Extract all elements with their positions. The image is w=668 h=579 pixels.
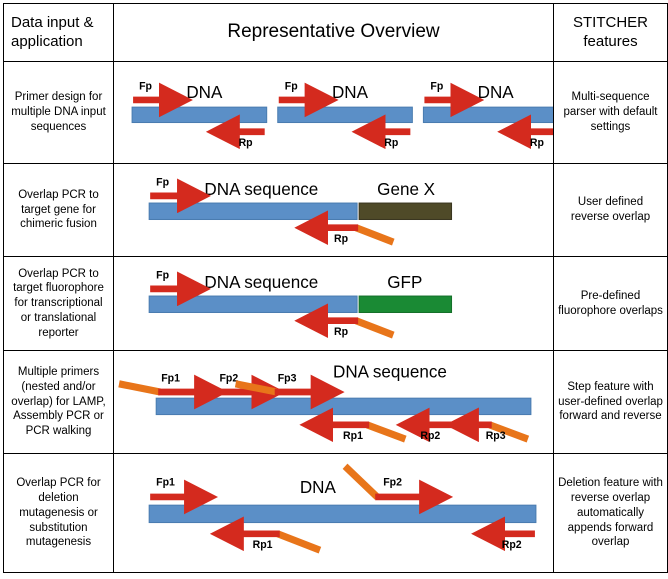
diagram-canvas: DNA sequence Gene X Fp Rp [148, 176, 453, 246]
dna-sequence-bar [148, 202, 358, 220]
forward-primer-label: Fp2 [219, 372, 238, 384]
reverse-primer-label: Rp [334, 326, 349, 338]
target-gene-bar [358, 202, 453, 220]
forward-primer-label: Fp1 [161, 372, 180, 384]
reverse-primer-label: Rp [239, 137, 254, 149]
forward-primer-label: Fp2 [383, 477, 402, 489]
diagram-cell-multiple-primers: DNA sequence Fp1 Fp2 Fp3 [113, 349, 554, 455]
dna-bar [277, 106, 413, 124]
features-cell-multi-sequence: Multi-sequence parser with default setti… [553, 61, 668, 164]
features-cell-multiple-primers: Step feature with user-defined overlap f… [553, 349, 668, 455]
features-cell-deletion-mutagenesis: Deletion feature with reverse overlap au… [553, 453, 668, 573]
forward-overlap-tail [118, 380, 161, 396]
forward-primer-label: Fp [139, 81, 152, 93]
diagram-cell-chimeric-fusion: DNA sequence Gene X Fp Rp [113, 162, 554, 258]
header-cell-application: Data input & application [3, 2, 114, 63]
forward-primer-label: Fp3 [278, 372, 297, 384]
reverse-primer-label: Rp [384, 137, 399, 149]
diagram-cell-multi-sequence: DNA Fp Rp DNA Fp Rp DN [113, 61, 554, 164]
diagram-multiple-primers: DNA sequence Fp1 Fp2 Fp3 [114, 351, 553, 454]
reverse-primer-label: Rp2 [420, 430, 440, 442]
dna-segment-label: DNA [332, 82, 369, 102]
dna-bar [131, 106, 268, 124]
diagram-canvas: DNA Fp1 Fp2 Rp1 Rp [148, 463, 537, 554]
forward-primer-label: Fp [285, 81, 298, 93]
header-cell-features: STITCHER features [553, 2, 668, 63]
features-text: Pre-defined fluorophore overlaps [558, 289, 663, 317]
application-cell-multi-sequence: Primer design for multiple DNA input seq… [3, 61, 114, 164]
header-label-features: STITCHER features [573, 14, 648, 50]
forward-primer-label: Fp [156, 176, 169, 188]
diagram-multi-sequence: DNA Fp Rp DNA Fp Rp DN [114, 62, 553, 163]
application-text: Overlap PCR to target gene for chimeric … [18, 188, 99, 231]
diagram-canvas: DNA Fp Rp DNA Fp Rp DN [131, 81, 553, 149]
target-gene-label: GFP [387, 272, 422, 292]
features-cell-fluorophore-reporter: Pre-defined fluorophore overlaps [553, 256, 668, 351]
target-gene-label: Gene X [377, 178, 435, 198]
diagram-deletion-mutagenesis: DNA Fp1 Fp2 Rp1 Rp [114, 454, 553, 572]
application-text: Overlap PCR to target fluorophore for tr… [13, 267, 104, 339]
application-cell-deletion-mutagenesis: Overlap PCR for deletion mutagenesis or … [3, 453, 114, 573]
reverse-overlap-tail [354, 317, 395, 339]
application-cell-multiple-primers: Multiple primers (nested and/or overlap)… [3, 349, 114, 455]
header-cell-overview: Representative Overview [113, 2, 554, 63]
features-text: Step feature with user-defined overlap f… [558, 380, 663, 423]
reverse-primer-label: Rp [530, 137, 545, 149]
reverse-overlap-tail [276, 530, 322, 554]
table-row: Overlap PCR to target gene for chimeric … [3, 162, 668, 258]
diagram-canvas: DNA sequence Fp1 Fp2 Fp3 [118, 361, 532, 443]
dna-segment-label: DNA [478, 82, 515, 102]
target-gene-bar [358, 295, 453, 314]
reverse-primer-label: Rp3 [486, 430, 506, 442]
table-row: Overlap PCR to target fluorophore for tr… [3, 256, 668, 351]
forward-primer-label: Fp1 [156, 477, 175, 489]
application-text: Primer design for multiple DNA input seq… [11, 91, 106, 133]
dna-sequence-bar [155, 397, 532, 415]
dna-sequence-label: DNA [300, 477, 337, 497]
reverse-overlap-tail [354, 224, 395, 246]
dna-sequence-bar [148, 295, 358, 314]
application-cell-fluorophore-reporter: Overlap PCR to target fluorophore for tr… [3, 256, 114, 351]
forward-primer-label: Fp [156, 270, 169, 282]
header-label-application: Data input & application [11, 14, 94, 50]
features-text: Multi-sequence parser with default setti… [563, 91, 658, 133]
forward-overlap-tail [342, 463, 380, 500]
features-text: Deletion feature with reverse overlap au… [558, 477, 663, 549]
reverse-primer-label: Rp2 [502, 539, 522, 551]
diagram-cell-deletion-mutagenesis: DNA Fp1 Fp2 Rp1 Rp [113, 453, 554, 573]
table-row: Multiple primers (nested and/or overlap)… [3, 349, 668, 455]
dna-sequence-bar [148, 504, 537, 524]
diagram-cell-fluorophore-reporter: DNA sequence GFP Fp Rp [113, 256, 554, 351]
reverse-overlap-tail [488, 421, 530, 443]
forward-overlap-tail [234, 380, 278, 396]
features-cell-chimeric-fusion: User defined reverse overlap [553, 162, 668, 258]
overview-table: Data input & application Representative … [3, 2, 668, 573]
dna-bar [422, 106, 553, 124]
features-text: User defined reverse overlap [570, 196, 651, 224]
dna-segment-label: DNA [186, 82, 223, 102]
dna-sequence-label: DNA sequence [204, 178, 318, 198]
table-row: Overlap PCR for deletion mutagenesis or … [3, 453, 668, 573]
application-text: Overlap PCR for deletion mutagenesis or … [16, 477, 101, 549]
reverse-primer-label: Rp1 [253, 539, 273, 551]
diagram-canvas: DNA sequence GFP Fp Rp [148, 270, 453, 339]
application-cell-chimeric-fusion: Overlap PCR to target gene for chimeric … [3, 162, 114, 258]
reverse-primer-label: Rp1 [343, 430, 363, 442]
forward-primer-label: Fp [430, 81, 443, 93]
reverse-primer-label: Rp [334, 233, 349, 245]
dna-sequence-label: DNA sequence [204, 272, 318, 292]
header-label-overview: Representative Overview [227, 21, 440, 43]
table-row: Primer design for multiple DNA input seq… [3, 61, 668, 164]
application-text: Multiple primers (nested and/or overlap)… [11, 366, 106, 438]
diagram-fluorophore-reporter: DNA sequence GFP Fp Rp [114, 257, 553, 349]
table-header-row: Data input & application Representative … [3, 2, 668, 63]
dna-sequence-label: DNA sequence [333, 361, 447, 381]
reverse-overlap-tail [365, 421, 407, 443]
diagram-chimeric-fusion: DNA sequence Gene X Fp Rp [114, 164, 553, 256]
